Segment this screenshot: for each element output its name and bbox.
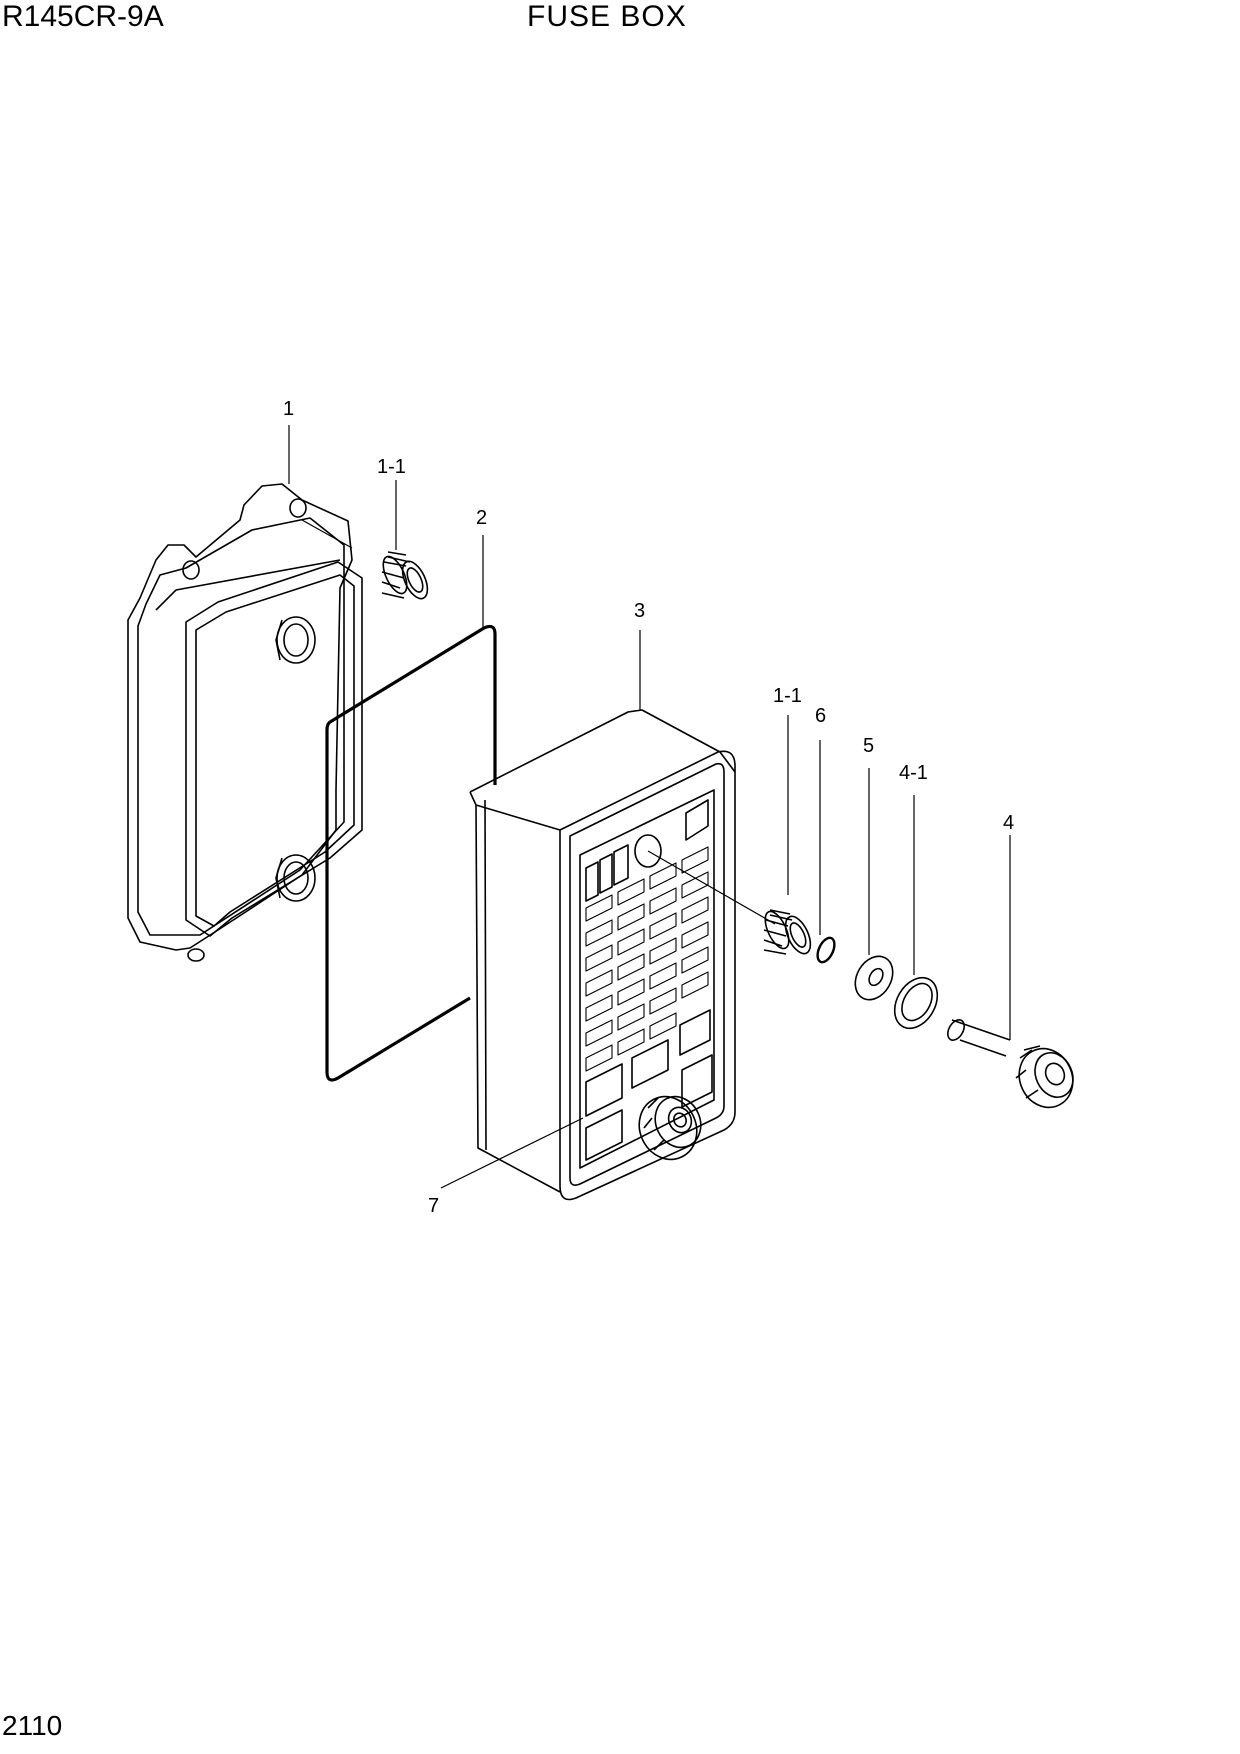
cover-part <box>127 483 363 962</box>
page-title: FUSE BOX <box>527 0 687 33</box>
callout-1-1-upper: 1-1 <box>377 456 406 478</box>
callout-2: 2 <box>476 507 487 529</box>
gasket-part <box>325 624 497 1082</box>
knob-part <box>947 1019 1074 1109</box>
callout-5: 5 <box>863 735 874 757</box>
leader-lines <box>288 425 1011 1189</box>
callout-1: 1 <box>283 398 294 420</box>
callout-4-1: 4-1 <box>899 762 928 784</box>
seal-ring-part <box>893 976 939 1030</box>
page-number: 2110 <box>2 1710 63 1741</box>
callout-3: 3 <box>634 600 645 622</box>
fuse-box-body <box>469 709 736 1201</box>
callout-4: 4 <box>1003 812 1014 834</box>
callout-6: 6 <box>815 705 826 727</box>
washer-part <box>854 955 894 1001</box>
grommet-upper <box>381 551 429 600</box>
o-ring-part <box>816 936 836 964</box>
callout-1-1-lower: 1-1 <box>773 685 802 707</box>
callout-7: 7 <box>428 1195 439 1217</box>
model-number: R145CR-9A <box>2 0 164 33</box>
grommet-lower <box>763 909 812 955</box>
